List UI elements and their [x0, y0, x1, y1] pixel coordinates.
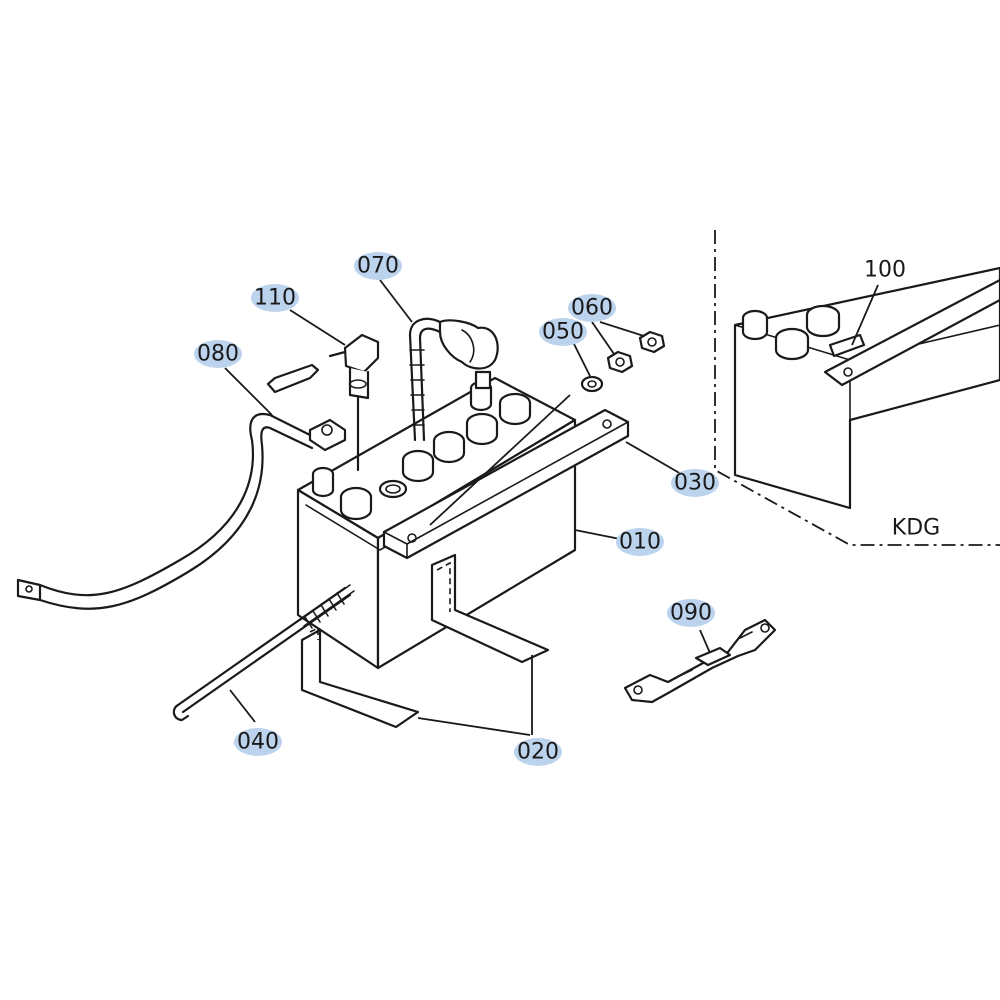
kdg-inset: [714, 230, 1000, 546]
svg-text:070: 070: [357, 254, 399, 279]
callout-030[interactable]: 030: [671, 469, 719, 497]
callout-010[interactable]: 010: [616, 528, 664, 556]
positive-cable-070[interactable]: [408, 317, 499, 442]
callout-110[interactable]: 110: [251, 284, 299, 312]
callout-080[interactable]: 080: [194, 340, 242, 368]
callout-090[interactable]: 090: [667, 599, 715, 627]
callout-070[interactable]: 070: [354, 252, 402, 280]
nut-060[interactable]: [606, 330, 666, 374]
battery-stay-020[interactable]: [300, 553, 550, 729]
vent-caps: [339, 392, 532, 521]
callout-100[interactable]: 100: [864, 258, 906, 283]
svg-text:040: 040: [237, 730, 279, 755]
leader-lines: [224, 279, 879, 736]
svg-text:080: 080: [197, 342, 239, 367]
svg-text:KDG: KDG: [892, 516, 940, 541]
callout-060[interactable]: 060: [568, 294, 616, 322]
fuse-holder-110[interactable]: [266, 333, 380, 472]
battery-hold-down-030[interactable]: [382, 408, 630, 560]
svg-text:030: 030: [674, 471, 716, 496]
inset-model-label: KDG: [892, 516, 940, 541]
svg-text:020: 020: [517, 740, 559, 765]
svg-text:010: 010: [619, 530, 661, 555]
svg-text:060: 060: [571, 296, 613, 321]
callout-020[interactable]: 020: [514, 738, 562, 766]
callout-050[interactable]: 050: [539, 318, 587, 346]
washer-050[interactable]: [580, 375, 604, 393]
rail-100[interactable]: [823, 278, 1000, 387]
callout-040[interactable]: 040: [234, 728, 282, 756]
connector-plate-090[interactable]: [623, 618, 777, 704]
svg-text:050: 050: [542, 320, 584, 345]
svg-text:090: 090: [670, 601, 712, 626]
negative-cable-080[interactable]: [16, 412, 347, 610]
svg-text:100: 100: [864, 258, 906, 283]
hook-bolt-040[interactable]: [172, 584, 355, 722]
svg-text:110: 110: [254, 286, 296, 311]
